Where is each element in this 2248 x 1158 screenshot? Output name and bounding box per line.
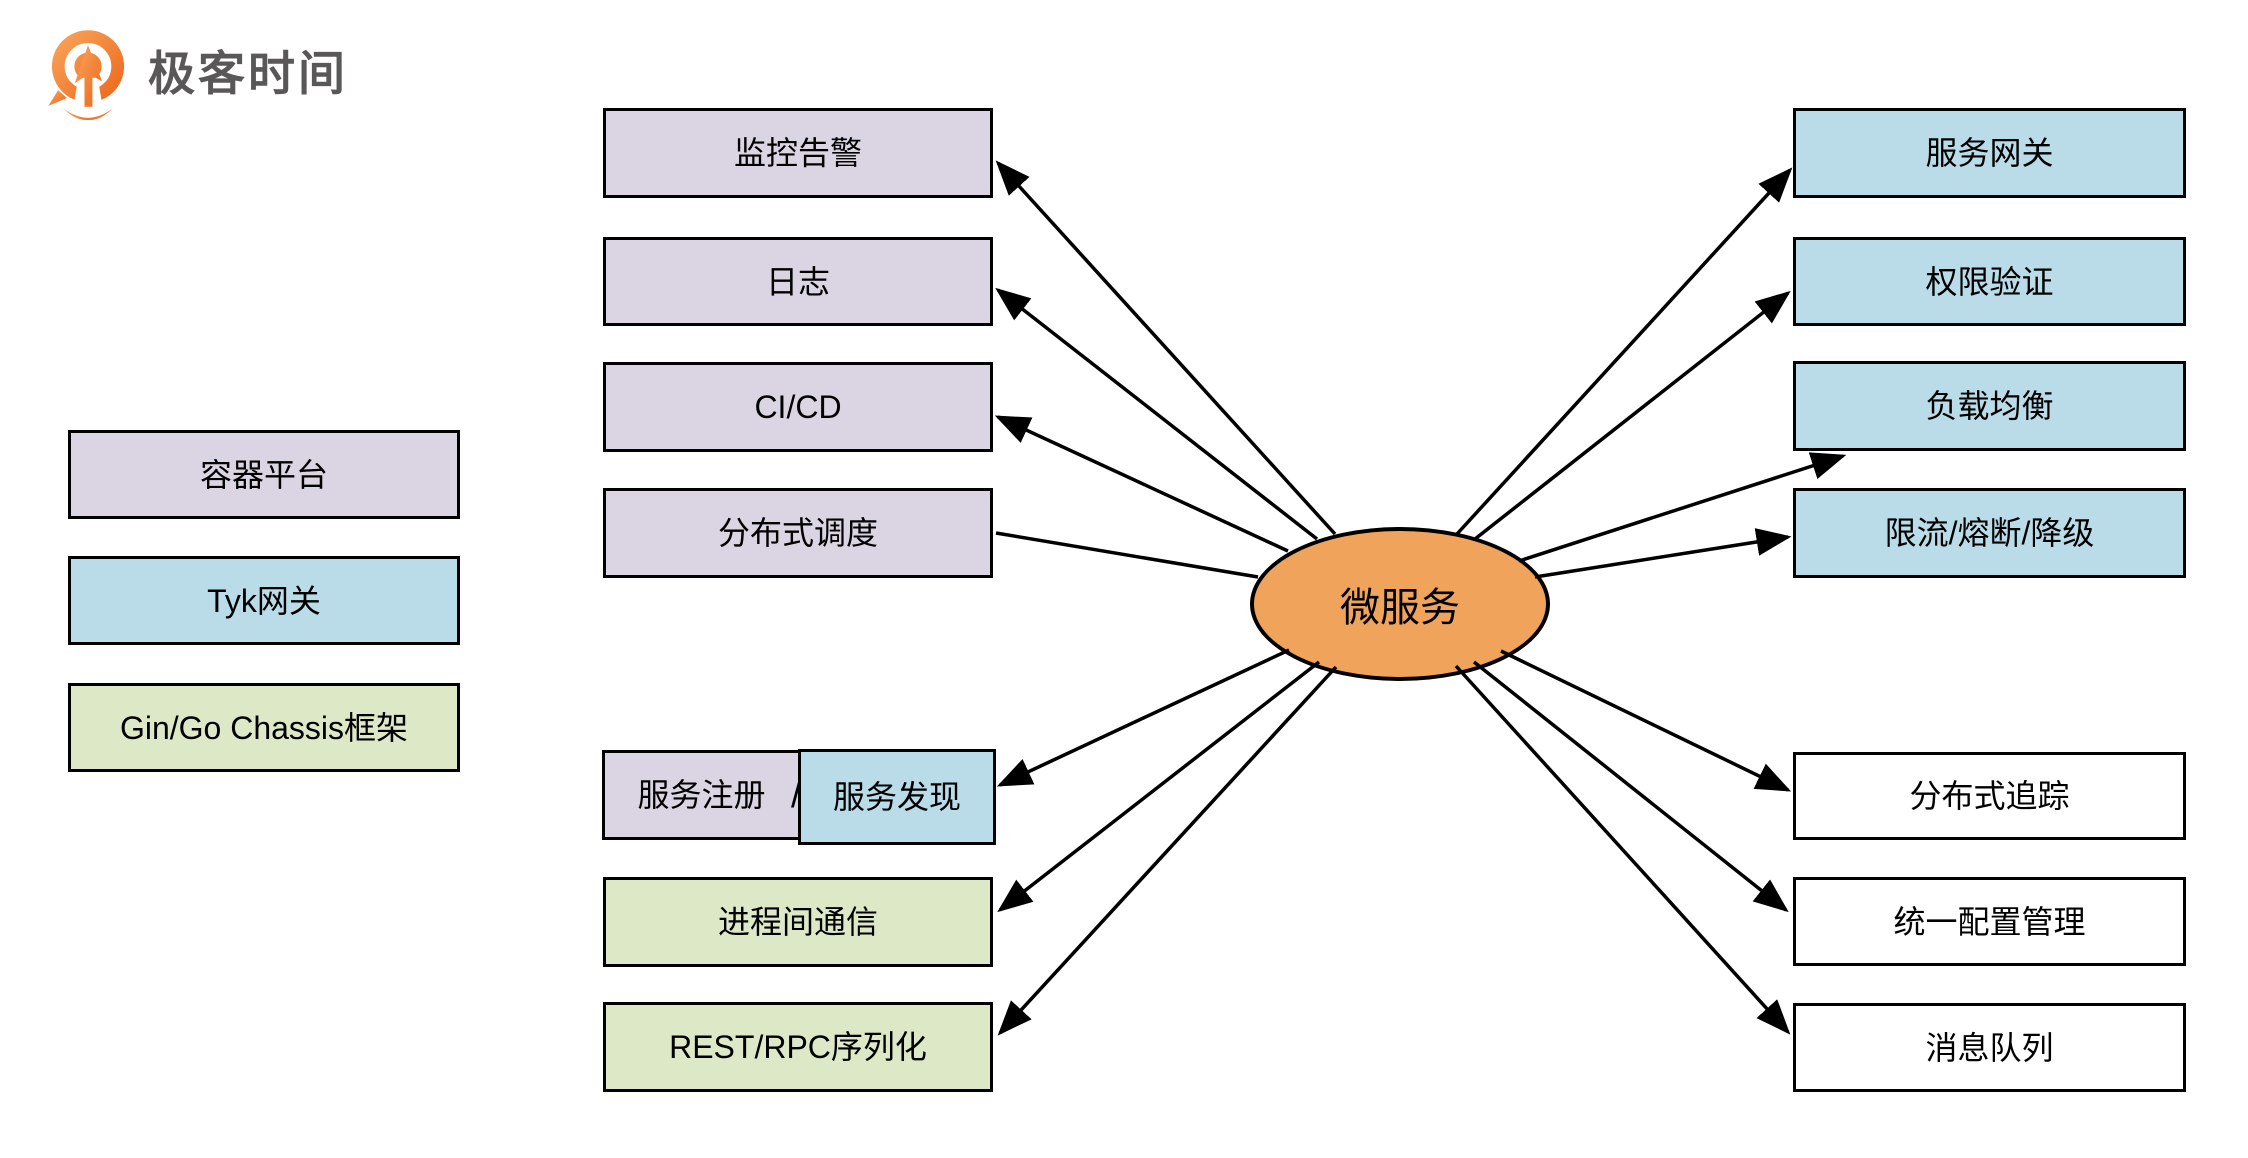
brand-name: 极客时间 (148, 46, 348, 100)
node-rest-rpc-serialization: REST/RPC序列化 (603, 1002, 993, 1092)
node-label: 服务发现 (832, 779, 961, 815)
arrow-to-logging (995, 287, 1319, 541)
node-service-registry-discovery: 服务注册 / 服务发现 (602, 749, 996, 845)
arrow-to-inter-process-communication (997, 660, 1321, 913)
geektime-logo-icon (48, 30, 125, 121)
node-label: 负载均衡 (1925, 388, 2054, 424)
node-label: REST/RPC序列化 (669, 1029, 927, 1065)
node-label: 监控告警 (733, 135, 862, 171)
node-ci-cd: CI/CD (603, 362, 993, 452)
node-distributed-tracing: 分布式追踪 (1793, 752, 2186, 840)
node-label: 微服务 (1340, 586, 1460, 630)
node-message-queue: 消息队列 (1793, 1003, 2186, 1092)
node-tyk-gateway: Tyk网关 (68, 556, 460, 645)
node-service-gateway: 服务网关 (1793, 108, 2186, 198)
arrow-to-monitoring-alerts (995, 160, 1337, 536)
arrow-to-service-gateway (1455, 167, 1793, 536)
node-auth-verification: 权限验证 (1793, 237, 2186, 326)
node-distributed-scheduling: 分布式调度 (603, 488, 993, 578)
node-label: 限流/熔断/降级 (1884, 515, 2095, 551)
arrow-to-distributed-tracing (1500, 649, 1792, 792)
node-label: 消息队列 (1925, 1029, 2054, 1066)
node-label: CI/CD (754, 389, 842, 425)
node-label: 分布式调度 (717, 515, 878, 551)
arrow-to-rest-rpc-serialization (997, 665, 1338, 1036)
node-unified-config-management: 统一配置管理 (1793, 877, 2186, 966)
split-separator: / (790, 774, 801, 815)
node-label: 进程间通信 (717, 904, 878, 940)
node-service-registry: 服务注册 (637, 777, 766, 813)
node-service-discovery: 服务发现 (798, 749, 996, 845)
node-inter-process-communication: 进程间通信 (603, 877, 993, 967)
brand-logo: 极客时间 (44, 26, 348, 126)
arrow-to-service-registry-discovery (996, 648, 1290, 787)
node-label: 服务网关 (1925, 135, 2054, 171)
node-label: 日志 (765, 263, 830, 300)
node-label: 统一配置管理 (1893, 903, 2086, 940)
node-label: 权限验证 (1925, 263, 2054, 300)
node-load-balancing: 负载均衡 (1793, 361, 2186, 451)
node-logging: 日志 (603, 237, 993, 326)
arrow-to-message-queue (1454, 664, 1791, 1035)
arrow-to-unified-config (1472, 660, 1789, 913)
node-label: Tyk网关 (207, 582, 321, 619)
line-to-distributed-scheduling (995, 531, 1259, 579)
arrow-to-auth-verification (1473, 290, 1791, 541)
arrow-to-rate-limit (1534, 528, 1792, 579)
node-label: Gin/Go Chassis框架 (119, 709, 409, 746)
node-label: 容器平台 (199, 456, 328, 493)
node-container-platform: 容器平台 (68, 430, 460, 519)
node-monitoring-alerts: 监控告警 (603, 108, 993, 198)
arrow-to-ci-cd (994, 415, 1289, 553)
node-gin-gochassis-framework: Gin/Go Chassis框架 (68, 683, 460, 772)
node-rate-limit-circuit-break-degrade: 限流/熔断/降级 (1793, 488, 2186, 578)
node-microservice-center: 微服务 (1250, 527, 1550, 681)
node-label: 分布式追踪 (1909, 778, 2070, 814)
